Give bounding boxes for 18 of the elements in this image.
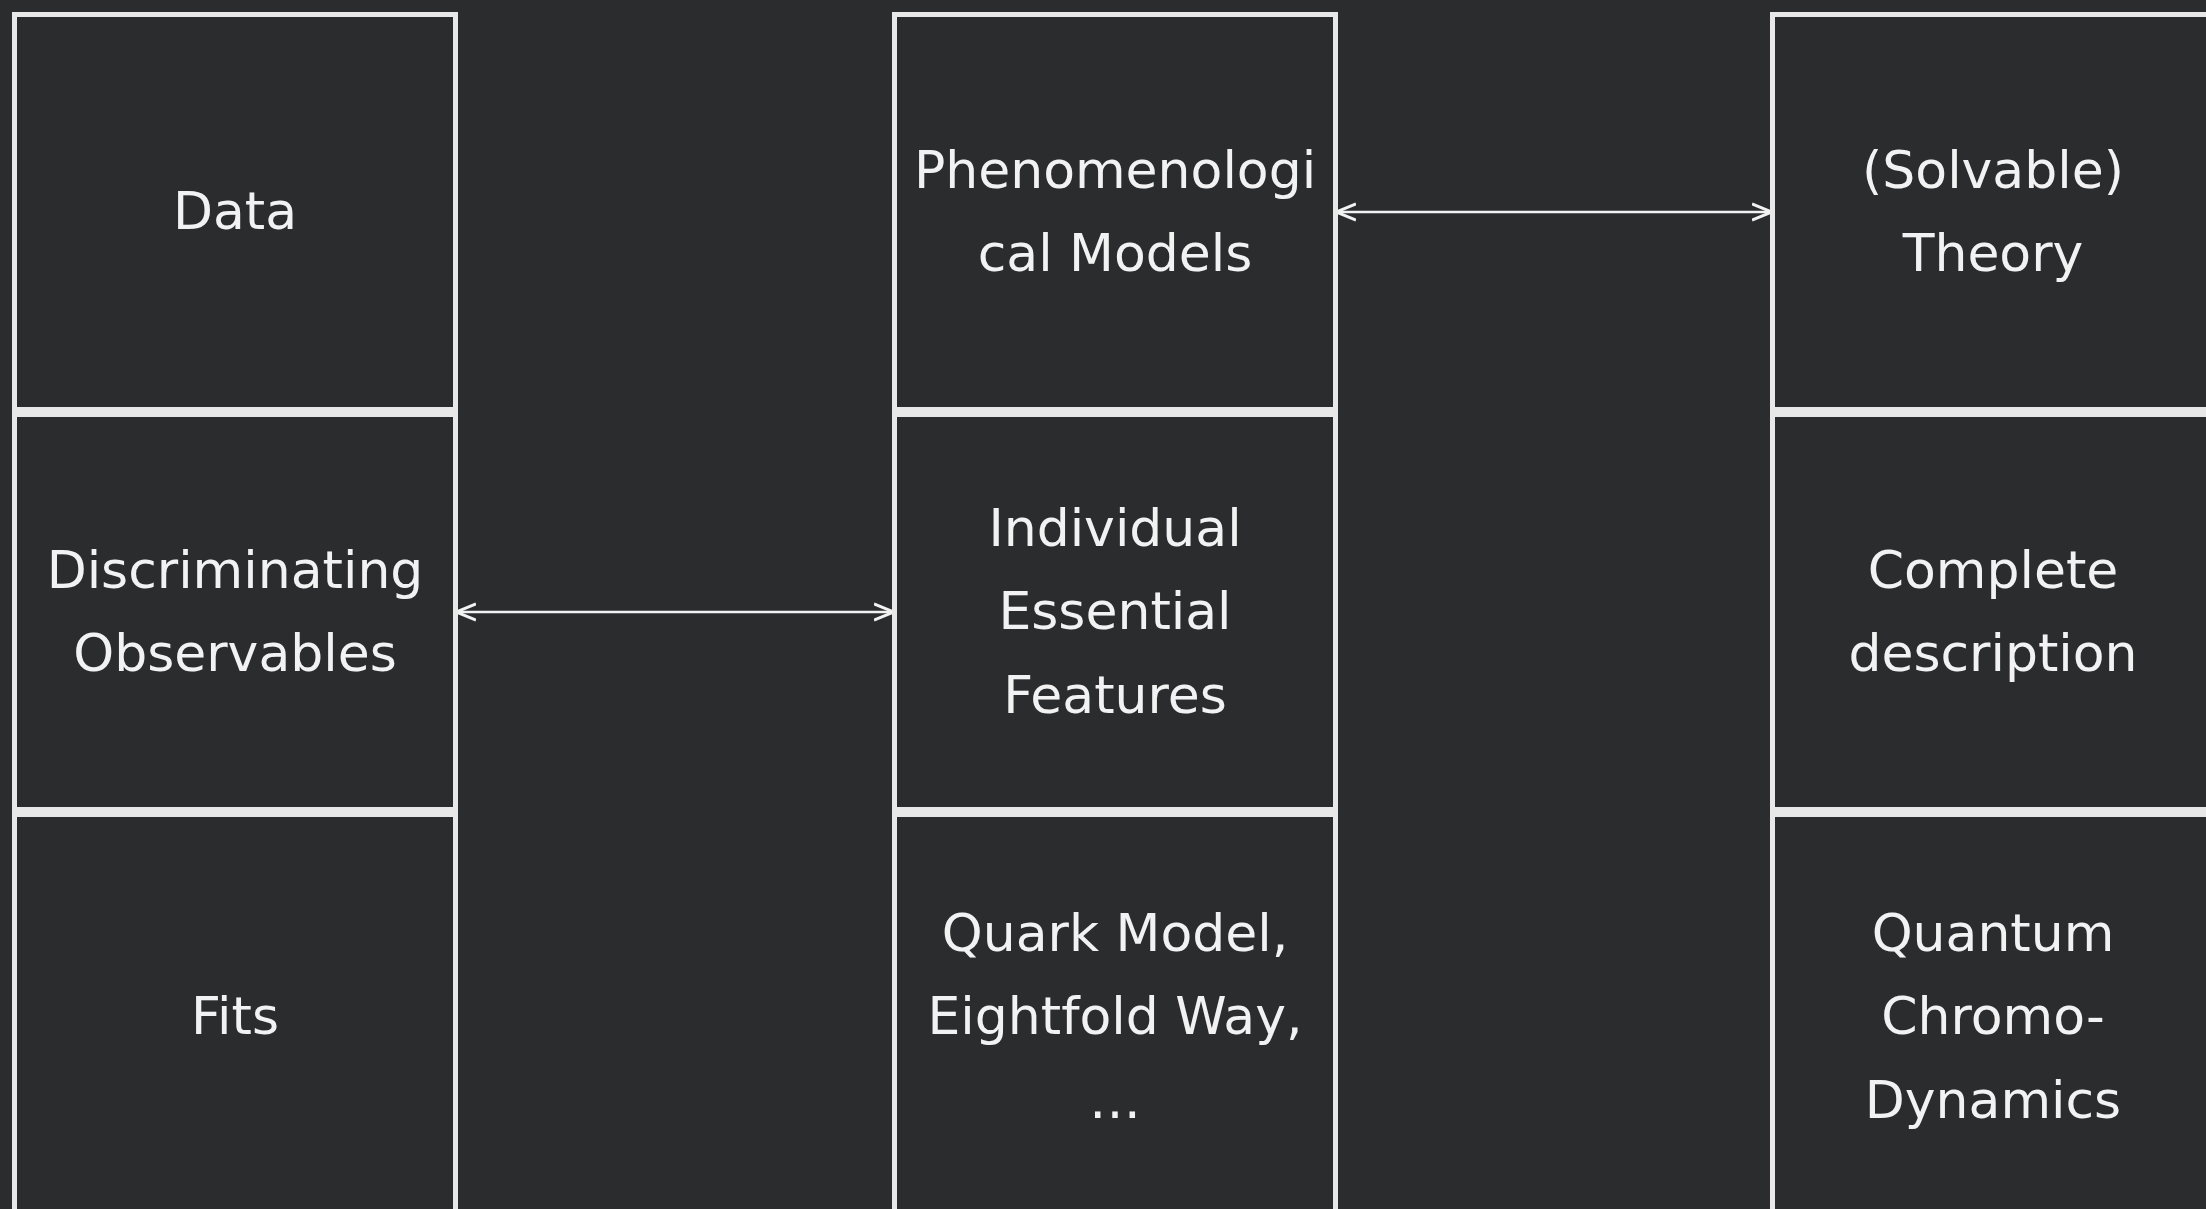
cell-text: (Solvable) Theory — [1861, 138, 2125, 285]
cell-text: Phenomenological Models — [912, 138, 1318, 285]
cell-text: Individual Essential Features — [987, 497, 1243, 727]
cell-text: Quark Model, Eightfold Way, … — [926, 902, 1304, 1132]
table-cell-box — [1770, 12, 2206, 412]
table-cell-box — [892, 812, 1338, 1209]
table-cell-box — [892, 412, 1338, 812]
table-cell-box — [12, 812, 458, 1209]
table-cell-box — [12, 412, 458, 812]
table-cell-box — [1770, 412, 2206, 812]
cell-text: Data — [171, 180, 299, 244]
cell-text: Quantum Chromo- Dynamics — [1863, 902, 2123, 1132]
table-cell-box — [12, 12, 458, 412]
table-cell-box — [1770, 812, 2206, 1209]
table-cell-box — [892, 12, 1338, 412]
cell-text: Fits — [189, 985, 281, 1049]
cell-text: Complete description — [1847, 538, 2139, 685]
cell-text: Discriminating Observables — [45, 538, 425, 685]
